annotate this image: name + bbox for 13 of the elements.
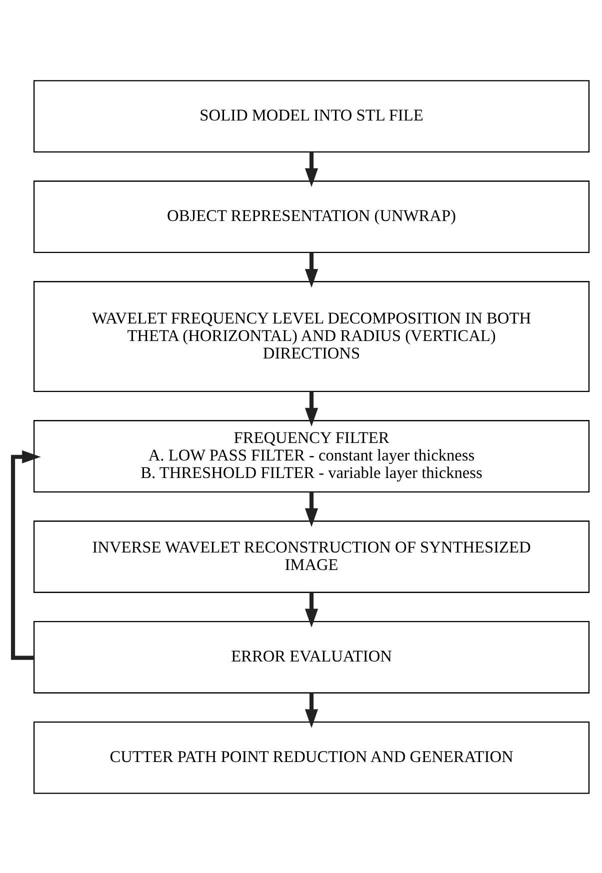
node-box: ERROR EVALUATION <box>33 620 590 693</box>
node-box: FREQUENCY FILTER A. LOW PASS FILTER - constant layer thickness B. THRESHOLD FILTER - variable layer thickness <box>33 420 590 492</box>
arrow <box>304 252 318 288</box>
arrow <box>304 692 318 728</box>
arrow <box>304 152 318 187</box>
arrow <box>304 592 318 627</box>
arrow <box>304 491 318 527</box>
node-box: OBJECT REPRESENTATION (UNWRAP) <box>33 180 590 252</box>
node-box: CUTTER PATH POINT REDUCTION AND GENERATION <box>33 720 590 794</box>
node-box: SOLID MODEL INTO STL FILE <box>33 80 590 152</box>
arrow <box>304 391 318 426</box>
node-box: INVERSE WAVELET RECONSTRUCTION OF SYNTHESIZED IMAGE <box>33 520 590 592</box>
node-box: WAVELET FREQUENCY LEVEL DECOMPOSITION IN BOTH THETA (HORIZONTAL) AND RADIUS (VERTICAL) DIRECTIONS <box>33 280 590 392</box>
